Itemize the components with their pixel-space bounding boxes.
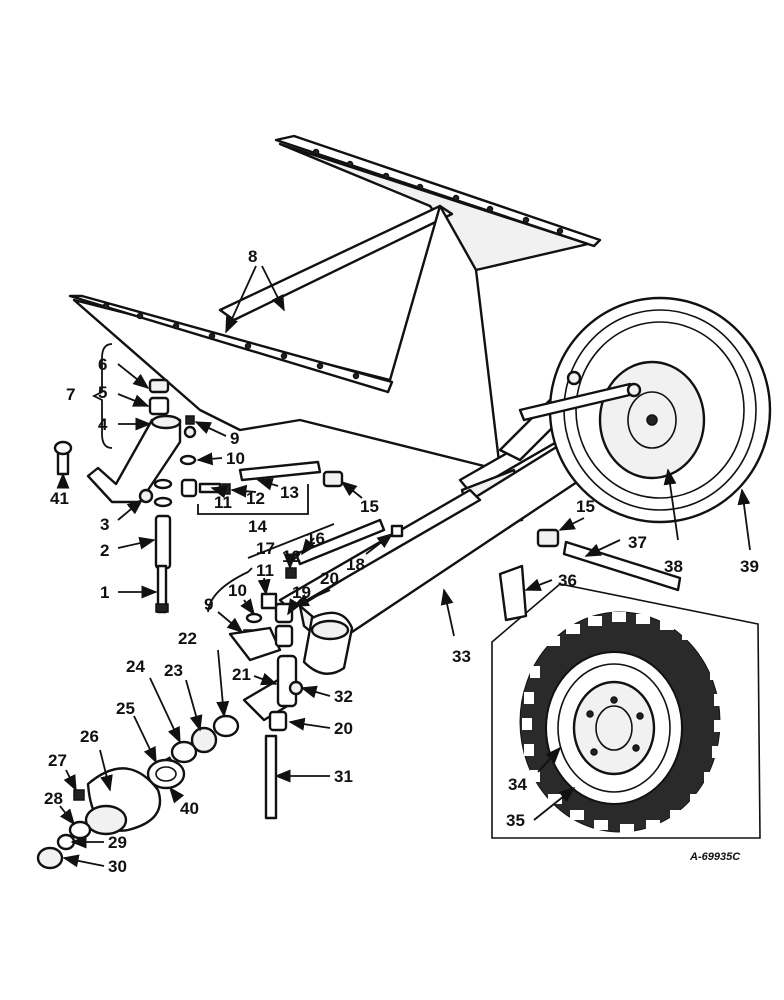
callout-9b: 9: [204, 595, 213, 614]
callout-39: 39: [740, 557, 759, 576]
callout-1: 1: [100, 583, 109, 602]
callout-38: 38: [664, 557, 683, 576]
callout-14: 14: [248, 517, 267, 536]
callout-20: 20: [320, 569, 339, 588]
callout-23: 23: [164, 661, 183, 680]
callout-6: 6: [98, 355, 107, 374]
callout-3: 3: [100, 515, 109, 534]
callout-4: 4: [98, 415, 108, 434]
callout-11: 11: [214, 493, 232, 512]
callout-33: 33: [452, 647, 471, 666]
tread-blocks: [522, 612, 724, 834]
front-bar-holes: [102, 302, 360, 380]
callout-30: 30: [108, 857, 127, 876]
callout-17: 17: [256, 539, 275, 558]
callout-34: 34: [508, 775, 527, 794]
callout-35: 35: [506, 811, 525, 830]
drawing-number: A-69935C: [689, 851, 741, 863]
callout-9: 9: [230, 429, 239, 448]
callout-25: 25: [116, 699, 135, 718]
callout-26: 26: [80, 727, 99, 746]
callout-5: 5: [98, 383, 107, 402]
callout-16: 16: [306, 529, 325, 548]
callout-20b: 20: [334, 719, 353, 738]
callout-10: 10: [226, 449, 245, 468]
callout-numbers: 8 6 5 7 4 9 10 41 11 12 13 14 3 15 15 2 …: [44, 247, 759, 876]
callout-2: 2: [100, 541, 109, 560]
callout-8: 8: [248, 247, 257, 266]
callout-12b: 12: [282, 547, 301, 566]
rear-wheel: [518, 296, 772, 524]
callout-40: 40: [180, 799, 199, 818]
callout-29: 29: [108, 833, 127, 852]
callout-12: 12: [246, 489, 265, 508]
callout-21: 21: [232, 665, 251, 684]
callout-19: 19: [292, 583, 311, 602]
callout-13: 13: [280, 483, 299, 502]
callout-41: 41: [50, 489, 69, 508]
callout-15b: 15: [576, 497, 595, 516]
callout-24: 24: [126, 657, 145, 676]
callout-32: 32: [334, 687, 353, 706]
callout-7: 7: [66, 385, 75, 404]
callout-31: 31: [334, 767, 353, 786]
king-pin-right: [36, 567, 304, 870]
callout-15: 15: [360, 497, 379, 516]
callout-28: 28: [44, 789, 63, 808]
callout-18: 18: [346, 555, 365, 574]
callout-37: 37: [628, 533, 647, 552]
king-pin-left: [53, 378, 322, 614]
alternate-wheel-panel: [491, 583, 761, 839]
callout-36: 36: [558, 571, 577, 590]
callout-11b: 11: [256, 561, 274, 580]
axle-beam: [278, 418, 642, 675]
callout-22: 22: [178, 629, 197, 648]
frame-assembly: [68, 134, 614, 530]
callout-10b: 10: [228, 581, 247, 600]
leader-lines: [56, 265, 751, 868]
callout-27: 27: [48, 751, 67, 770]
